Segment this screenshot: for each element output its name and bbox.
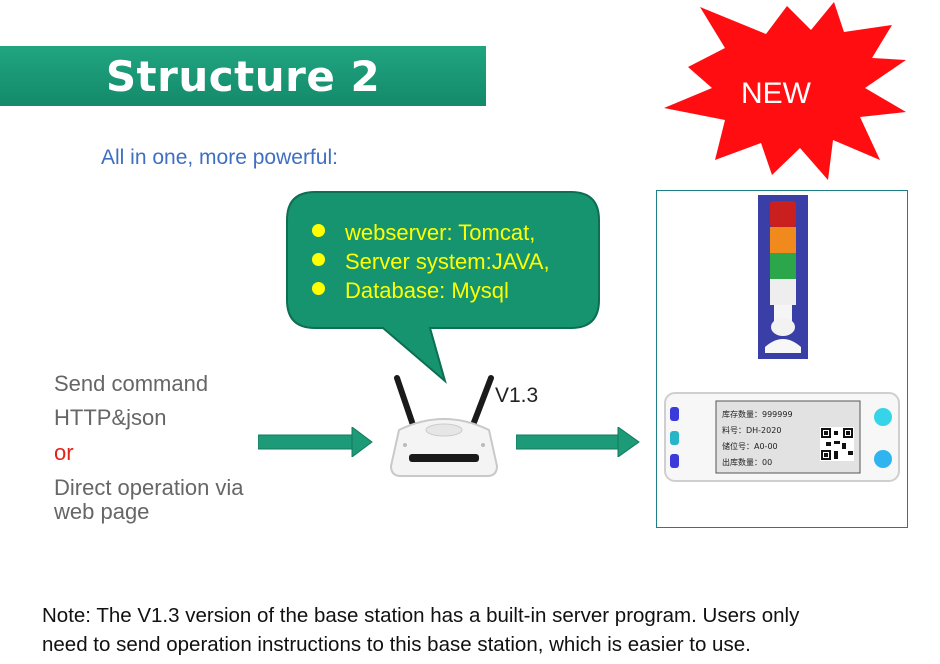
- new-badge-label: NEW: [741, 77, 812, 110]
- esl-row-4: 出库数量：00: [722, 457, 772, 467]
- title-banner: Structure 2: [0, 46, 486, 106]
- bullet-dot: [312, 282, 325, 295]
- esl-row-2: 料号：DH-2020: [722, 425, 781, 435]
- tower-light-icon: [758, 195, 808, 359]
- web-page-text: web page: [54, 499, 150, 524]
- esl-row-1: 库存数量：999999: [722, 409, 793, 419]
- new-badge: NEW: [664, 2, 906, 180]
- footer-note: Note: The V1.3 version of the base stati…: [42, 601, 940, 659]
- or-text: or: [54, 440, 74, 465]
- page-title: Structure 2: [105, 51, 381, 101]
- note-line-1: Note: The V1.3 version of the base stati…: [42, 604, 800, 627]
- protocol-text: HTTP&json: [54, 405, 167, 430]
- starburst-shape: [664, 2, 906, 180]
- bullet-dot: [312, 253, 325, 266]
- arrow-right-icon: [516, 427, 640, 457]
- feature-item-server-system: Server system:JAVA,: [345, 249, 550, 274]
- feature-bubble: [286, 191, 600, 384]
- send-command-text: Send command: [54, 371, 209, 396]
- esl-tag-icon: 库存数量：999999 料号：DH-2020 储位号：A0-00 出库数量：00: [664, 392, 900, 482]
- esl-row-3: 储位号：A0-00: [722, 441, 778, 451]
- arrow-right-icon: [258, 427, 373, 457]
- feature-item-database: Database: Mysql: [345, 278, 509, 303]
- direct-operation-text: Direct operation via: [54, 475, 244, 500]
- subtitle: All in one, more powerful:: [101, 146, 338, 169]
- device-panel: [656, 190, 908, 528]
- qr-code-icon: [820, 427, 854, 461]
- version-label: V1.3: [495, 384, 539, 407]
- feature-item-webserver: webserver: Tomcat,: [345, 220, 536, 245]
- note-line-2: need to send operation instructions to t…: [42, 633, 751, 656]
- bullet-dot: [312, 224, 325, 237]
- router-icon: [389, 375, 499, 477]
